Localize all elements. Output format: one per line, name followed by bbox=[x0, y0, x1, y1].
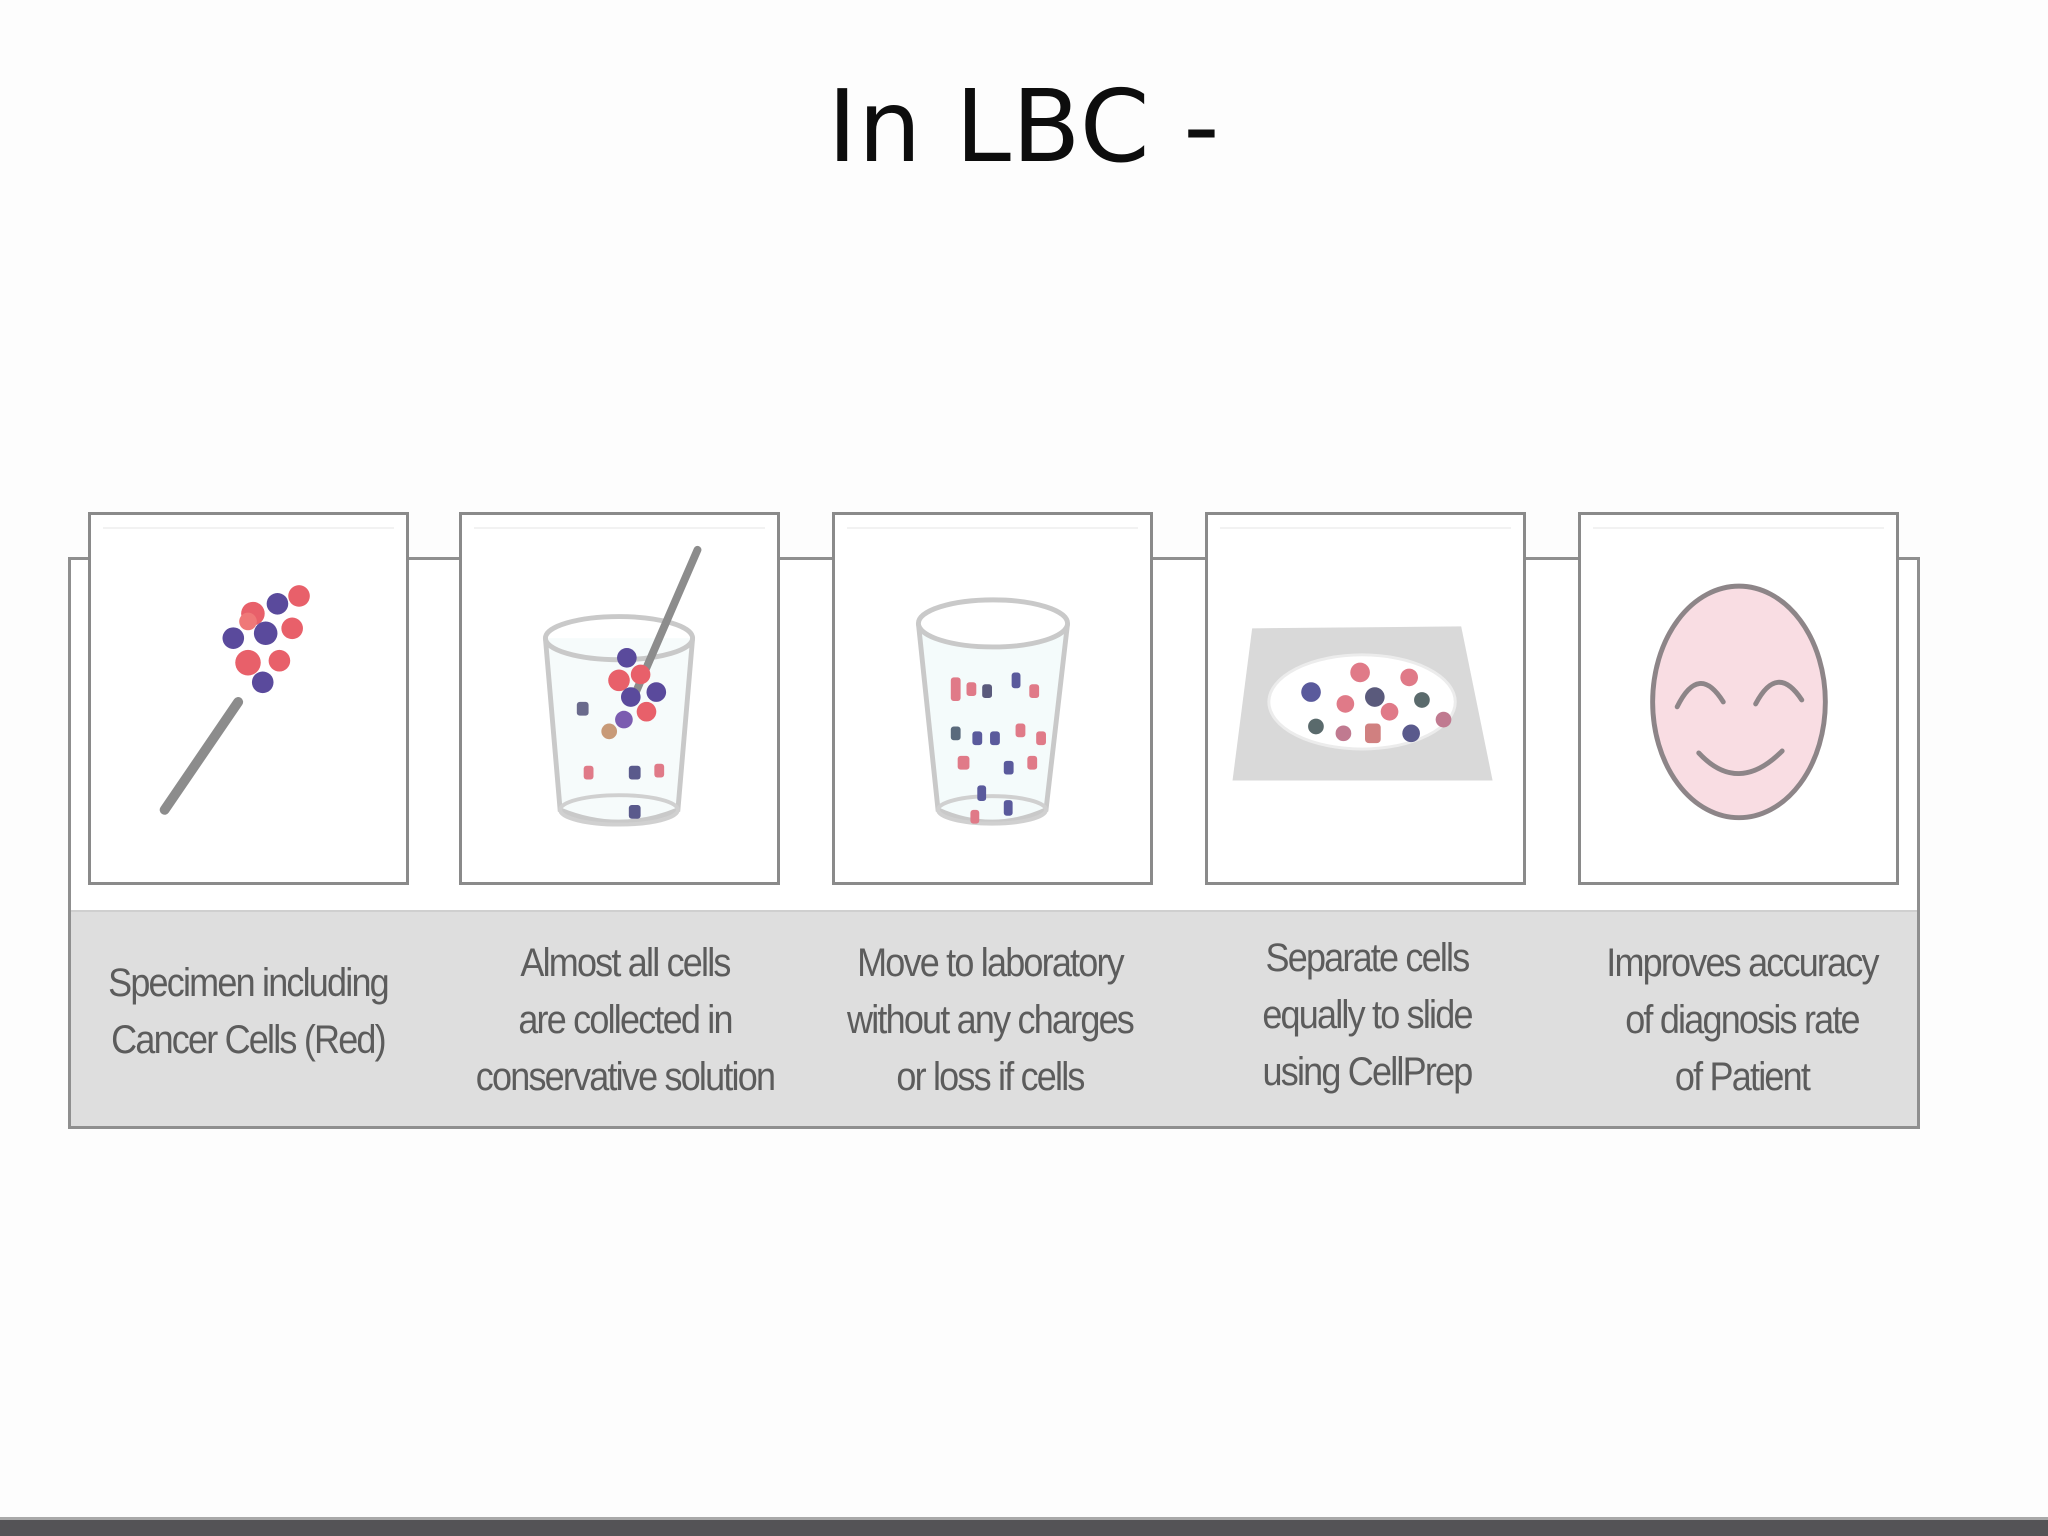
step-caption-4: Separate cells equally to slide using Ce… bbox=[1214, 930, 1520, 1101]
caption-line: are collected in bbox=[518, 998, 733, 1042]
step-card-1 bbox=[88, 512, 409, 885]
specimen-brush-icon bbox=[159, 585, 310, 815]
caption-line: Almost all cells bbox=[520, 941, 731, 985]
step-caption-5: Improves accuracy of diagnosis rate of P… bbox=[1589, 935, 1895, 1106]
step-card-3 bbox=[832, 512, 1153, 885]
caption-line: Cancer Cells (Red) bbox=[111, 1018, 386, 1062]
step-caption-1: Specimen including Cancer Cells (Red) bbox=[95, 955, 401, 1069]
step-card-5 bbox=[1578, 512, 1899, 885]
slide-title: In LBC - bbox=[827, 68, 1221, 185]
smiling-face-icon bbox=[1650, 583, 1828, 821]
caption-line: or loss if cells bbox=[896, 1055, 1085, 1099]
slide-with-cells-icon bbox=[1232, 626, 1493, 781]
step-card-4 bbox=[1205, 512, 1526, 885]
step-card-2 bbox=[459, 512, 780, 885]
caption-line: Improves accuracy bbox=[1606, 941, 1879, 985]
step-caption-3: Move to laboratory without any charges o… bbox=[837, 935, 1143, 1106]
bottom-bar bbox=[0, 1517, 2048, 1536]
caption-line: equally to slide bbox=[1262, 993, 1473, 1037]
caption-line: without any charges bbox=[846, 998, 1135, 1042]
caption-line: Move to laboratory bbox=[857, 941, 1125, 985]
caption-line: using CellPrep bbox=[1262, 1050, 1474, 1094]
caption-line: Separate cells bbox=[1265, 936, 1471, 980]
vial-with-cells-icon bbox=[915, 597, 1071, 826]
caption-line: conservative solution bbox=[475, 1055, 776, 1099]
brush-in-vial-icon bbox=[542, 545, 702, 827]
caption-line: Specimen including bbox=[108, 961, 390, 1005]
caption-strip bbox=[71, 910, 1917, 1126]
caption-line: of Patient bbox=[1674, 1055, 1811, 1099]
step-caption-2: Almost all cells are collected in conser… bbox=[472, 935, 778, 1106]
caption-line: of diagnosis rate bbox=[1625, 998, 1860, 1042]
